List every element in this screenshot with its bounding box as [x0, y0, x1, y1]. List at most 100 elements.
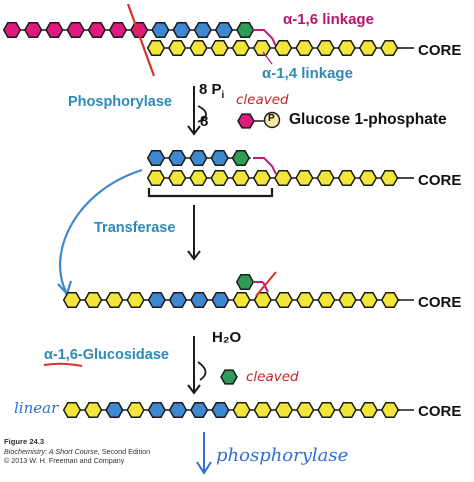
- arrow-curve-3: [197, 361, 207, 381]
- glucose-yellow: [189, 40, 208, 56]
- glucose-yellow: [274, 170, 293, 186]
- linear-annotation: linear: [14, 399, 59, 417]
- glucose-yellow: [274, 40, 293, 56]
- glucose-yellow: [359, 292, 378, 308]
- alpha-1-6-bond-3b: [262, 281, 269, 293]
- glucose-yellow: [189, 170, 208, 186]
- phosphorylase-annotation: phosphorylase: [216, 445, 349, 466]
- phosphorylase-cut-mark: [126, 3, 156, 77]
- glucosidase-cut-mark: [255, 271, 277, 297]
- arrow-head-2: [187, 250, 201, 261]
- glucose-yellow: [146, 40, 166, 56]
- glucose-yellow: [231, 170, 250, 186]
- glucose-blue: [172, 22, 191, 38]
- released-glucose-hex: [237, 113, 255, 129]
- glucose-blue: [190, 402, 209, 418]
- glucose-yellow: [359, 402, 378, 418]
- glucose-blue: [147, 402, 166, 418]
- glucose-yellow: [274, 292, 294, 308]
- glucose-yellow: [337, 40, 356, 56]
- phosphate-circle: [263, 111, 281, 129]
- cleaved-label-1: cleaved: [236, 92, 289, 108]
- glucose-yellow: [380, 292, 400, 308]
- glucose-yellow: [380, 170, 399, 186]
- glucose-blue: [168, 402, 188, 418]
- p-circle-label: P: [268, 113, 275, 124]
- core-label-3: CORE: [418, 294, 462, 311]
- glucose-yellow: [316, 40, 335, 56]
- glucose-green-branch: [231, 150, 250, 166]
- water-reagent: H₂O: [212, 329, 242, 346]
- glucose-green-branch: [235, 274, 255, 290]
- glucose-yellow: [232, 292, 251, 308]
- figure-caption: Figure 24.3 Biochemistry: A Short Course…: [4, 437, 150, 466]
- alpha-underline: [43, 362, 83, 367]
- glucose-yellow: [168, 170, 187, 186]
- glucose-magenta: [2, 22, 22, 38]
- glucose-blue: [168, 292, 188, 308]
- book-edition: , Second Edition: [97, 446, 151, 456]
- arrow-head-3: [187, 384, 201, 395]
- glucose-yellow: [317, 292, 336, 308]
- glucose-1-phosphate-label: Glucose 1-phosphate: [289, 111, 447, 128]
- core-label-4: CORE: [418, 403, 462, 420]
- alpha-1-6-linkage-label: α-1,6 linkage: [283, 11, 374, 28]
- glucose-yellow: [84, 402, 103, 418]
- glucose-yellow: [295, 170, 314, 186]
- glucose-yellow: [62, 292, 82, 308]
- core-label-2: CORE: [418, 172, 462, 189]
- glucose-yellow: [231, 40, 250, 56]
- glucose-count: 8: [200, 113, 209, 130]
- glucose-blue: [105, 402, 124, 418]
- glucose-yellow: [253, 292, 272, 308]
- glucose-yellow: [358, 170, 378, 186]
- glucose-blue: [214, 22, 234, 38]
- copyright: © 2013 W. H. Freeman and Company: [4, 456, 125, 466]
- glucose-blue: [168, 150, 187, 166]
- glucose-yellow: [338, 292, 357, 308]
- glucose-yellow: [296, 292, 315, 308]
- figure-number: Figure 24.3: [4, 437, 45, 446]
- glucose-yellow: [126, 402, 145, 418]
- glucose-yellow: [252, 170, 272, 186]
- glucose-yellow: [337, 170, 356, 186]
- glucose-blue: [211, 292, 230, 308]
- glucose-yellow: [168, 40, 187, 56]
- glucose-blue: [211, 402, 230, 418]
- glucose-yellow: [62, 402, 82, 418]
- glucose-blue: [146, 150, 166, 166]
- glucose-blue: [147, 292, 166, 308]
- glucose-magenta: [87, 22, 106, 38]
- glucose-yellow: [380, 40, 399, 56]
- book-title: Biochemistry: A Short Course: [4, 446, 98, 456]
- glucose-blue: [193, 22, 212, 38]
- glucose-yellow: [296, 402, 315, 418]
- transferase-label: Transferase: [94, 220, 176, 236]
- glucose-yellow: [210, 40, 229, 56]
- core-label-1: CORE: [418, 42, 462, 59]
- glucose-yellow: [316, 170, 335, 186]
- glucose-yellow: [146, 170, 166, 186]
- transfer-bracket: [147, 188, 274, 198]
- glucose-green-branch: [236, 22, 255, 38]
- glucose-yellow: [105, 292, 124, 308]
- glucose-blue: [189, 150, 208, 166]
- glucose-yellow: [358, 40, 378, 56]
- pi-count: 8 P: [199, 81, 222, 98]
- glucose-yellow: [126, 292, 145, 308]
- pi-subscript: i: [221, 90, 225, 101]
- hand-arrow-head: [196, 461, 212, 475]
- glucose-yellow: [252, 40, 272, 56]
- pi-reagent: 8 Pi: [199, 82, 224, 101]
- alpha-1-6-bond-2: [253, 157, 277, 175]
- glucose-yellow: [274, 402, 294, 418]
- glucose-magenta: [24, 22, 43, 38]
- cleaved-label-2: cleaved: [246, 369, 299, 385]
- alpha-1-4-pointer: [262, 51, 273, 65]
- glucose-blue: [210, 150, 229, 166]
- glucose-blue: [190, 292, 209, 308]
- glucose-blue: [151, 22, 170, 38]
- glucose-yellow: [253, 402, 272, 418]
- transfer-arrow: [59, 168, 143, 293]
